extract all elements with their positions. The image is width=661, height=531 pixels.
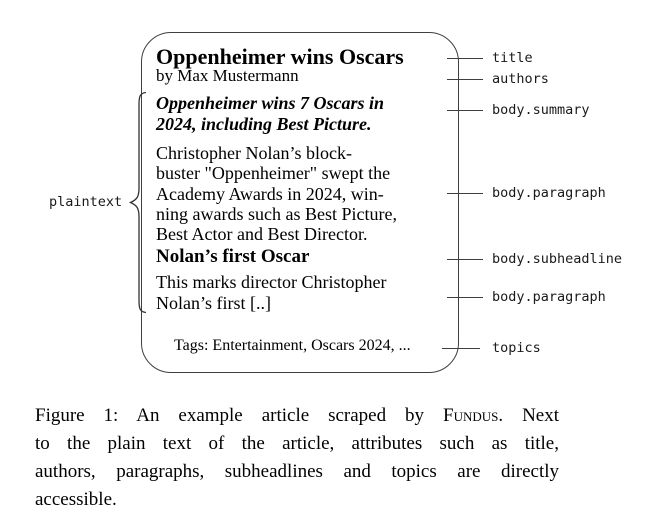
article-topics: Tags: Entertainment, Oscars 2024, ... [174, 337, 411, 354]
tick-line-title [447, 58, 483, 60]
paragraph-line: Nolan’s first [..] [156, 293, 271, 313]
paragraph-line: Christopher Nolan’s block- [156, 143, 352, 163]
plaintext-brace [128, 91, 147, 314]
summary-line: Oppenheimer wins 7 Oscars in [156, 93, 385, 113]
paragraph-line: Best Actor and Best Director. [156, 224, 368, 245]
caption-line: to the plain text of the article, attrib… [35, 433, 559, 454]
plaintext-label: plaintext [49, 194, 123, 210]
attribute-label-topics: topics [492, 340, 541, 356]
paragraph-line: This marks director Christopher [156, 272, 387, 292]
caption-line: Figure 1: An example article scraped by … [35, 402, 559, 430]
tick-line-paragraph-2 [447, 297, 483, 299]
attribute-label-title: title [492, 50, 533, 66]
attribute-label-paragraph-1: body.paragraph [492, 185, 606, 201]
attribute-label-subheadline: body.subheadline [492, 251, 623, 267]
tick-line-topics [442, 348, 480, 350]
attribute-label-paragraph-2: body.paragraph [492, 289, 606, 305]
caption-text: . Next [498, 405, 560, 426]
article-title: Oppenheimer wins Oscars [156, 44, 404, 69]
caption-line: authors, paragraphs, subheadlines and to… [35, 461, 559, 482]
article-paragraph-2: This marks director Christopher Nolan’s … [156, 272, 386, 314]
paragraph-line: buster "Oppenheimer" swept the [156, 163, 391, 184]
article-authors: by Max Mustermann [156, 66, 299, 85]
tick-line-summary [447, 110, 483, 112]
tick-line-authors [447, 79, 483, 81]
paragraph-line: ning awards such as Best Picture, [156, 203, 397, 224]
article-subheadline: Nolan’s first Oscar [156, 246, 310, 267]
caption-text: Figure 1: An example article scraped by [35, 405, 444, 426]
fundus-brand: Fundus [443, 405, 499, 426]
article-paragraph-1: Christopher Nolan’s block- buster "Oppen… [156, 143, 397, 244]
attribute-label-summary: body.summary [492, 102, 590, 118]
figure-caption: Figure 1: An example article scraped by … [35, 402, 559, 514]
paragraph-line: Academy Awards in 2024, win- [156, 183, 384, 204]
caption-line: accessible. [35, 489, 117, 510]
attribute-label-authors: authors [492, 71, 549, 87]
summary-line: 2024, including Best Picture. [156, 114, 372, 134]
article-summary: Oppenheimer wins 7 Oscars in 2024, inclu… [156, 93, 384, 135]
tick-line-subheadline [447, 259, 483, 261]
tick-line-paragraph-1 [447, 193, 483, 195]
article-card: Oppenheimer wins Oscars by Max Musterman… [141, 32, 459, 373]
